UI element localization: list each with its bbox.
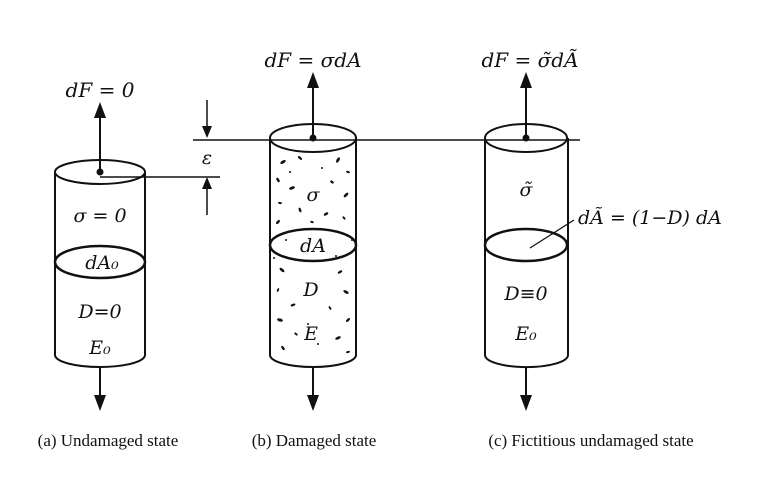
damage-label: D=0	[77, 301, 121, 323]
stress-label: σ	[307, 184, 321, 206]
area-leader-line	[529, 219, 575, 249]
area-label: dÃ = (1−D) dA	[578, 207, 722, 229]
area-section	[53, 244, 147, 280]
area-section	[268, 227, 358, 263]
top-arrowhead	[94, 102, 106, 118]
bottom-face	[484, 354, 569, 369]
area-section	[483, 227, 569, 263]
stress-label: σ = 0	[73, 205, 126, 227]
damage-label: D	[302, 279, 318, 301]
caption: (a) Undamaged state	[38, 431, 179, 450]
panel-undamaged: dF = 0 σ = 0 dA₀ D=0 E₀ (a) Undamaged st…	[38, 78, 220, 450]
panel-fictitious-undamaged: dF = σ̃dÃ σ̃ dÃ = (1−D) dA D≡0 E₀ (c) Fi…	[481, 48, 721, 450]
cylinder-fictitious	[483, 123, 569, 369]
top-face	[54, 159, 146, 185]
strain-label: ε	[202, 147, 212, 169]
caption: (c) Fictitious undamaged state	[488, 431, 693, 450]
top-arrowhead	[520, 72, 532, 88]
bottom-face	[269, 354, 357, 368]
panel-damaged: dF = σdA	[252, 48, 377, 450]
modulus-label: E	[303, 323, 318, 345]
force-label: dF = σ̃dÃ	[481, 48, 578, 72]
cylinder-undamaged	[53, 159, 147, 368]
micro-defects	[273, 156, 353, 354]
top-face	[484, 123, 568, 153]
strain-dimension: ε	[202, 100, 212, 215]
bottom-arrowhead	[307, 395, 319, 411]
stress-label: σ̃	[520, 179, 534, 201]
top-face	[269, 123, 357, 153]
bottom-arrowhead	[94, 395, 106, 411]
load-point	[309, 134, 317, 142]
bottom-arrowhead	[520, 395, 532, 411]
force-label: dF = 0	[66, 78, 135, 102]
load-point	[522, 134, 530, 142]
force-label: dF = σdA	[264, 48, 361, 72]
cylinder-damaged	[268, 123, 358, 368]
area-label: dA	[300, 235, 326, 257]
top-arrowhead	[307, 72, 319, 88]
load-point	[96, 168, 104, 176]
caption: (b) Damaged state	[252, 431, 377, 450]
modulus-label: E₀	[88, 337, 111, 359]
damage-label: D≡0	[503, 283, 547, 305]
area-label: dA₀	[85, 252, 119, 274]
modulus-label: E₀	[514, 323, 537, 345]
